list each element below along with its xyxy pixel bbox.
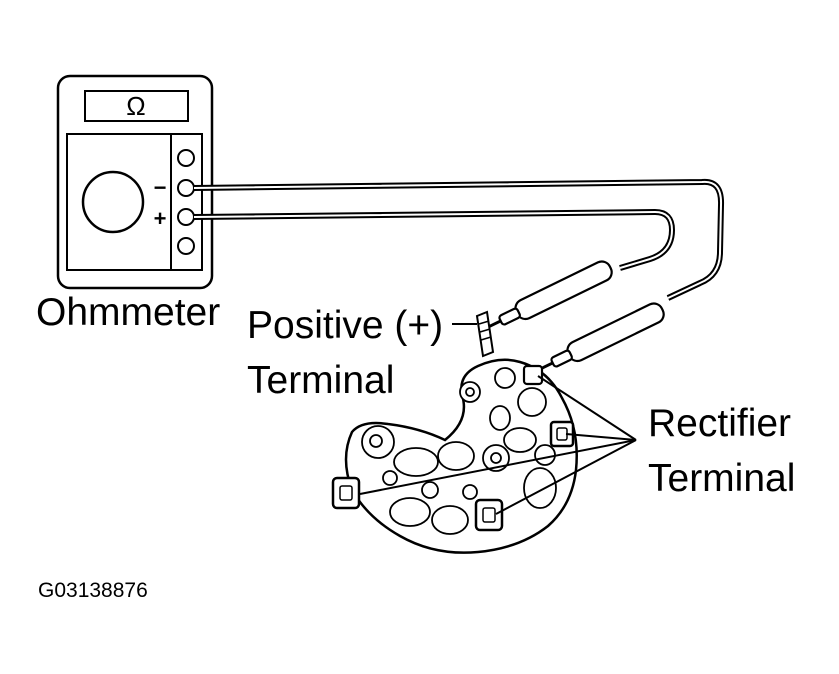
rectifier-terminal-left (331, 476, 361, 510)
ohmmeter: Ω − + (56, 74, 214, 290)
positive-terminal-label-line2: Terminal (247, 359, 395, 402)
ohm-symbol: Ω (126, 91, 145, 121)
rectifier-terminal-top (522, 364, 544, 386)
selector-dial (81, 170, 145, 234)
positive-terminal-stud (475, 310, 495, 358)
rectifier-terminal-label-line2: Terminal (648, 457, 796, 500)
jack-4 (177, 237, 195, 255)
figure-code: G03138876 (38, 579, 148, 602)
positive-probe (482, 260, 613, 332)
ohmmeter-label: Ohmmeter (36, 291, 221, 334)
negative-probe (535, 302, 665, 373)
plus-mark: + (154, 206, 167, 231)
negative-lead-wire (193, 178, 725, 301)
rectifier-terminal-label-line1: Rectifier (648, 402, 792, 445)
jack-negative (177, 179, 195, 197)
rectifier (331, 358, 578, 554)
positive-terminal-label-line1: Positive (+) (247, 304, 444, 347)
minus-mark: − (154, 175, 167, 200)
jack-1 (177, 149, 195, 167)
jack-positive (177, 208, 195, 226)
positive-lead-wire (193, 208, 676, 271)
probes (475, 260, 665, 373)
rectifier-leader-lines (359, 375, 637, 515)
test-leads (193, 178, 725, 301)
ohmmeter-display (84, 90, 189, 122)
rectifier-terminal-bottom (474, 498, 504, 532)
